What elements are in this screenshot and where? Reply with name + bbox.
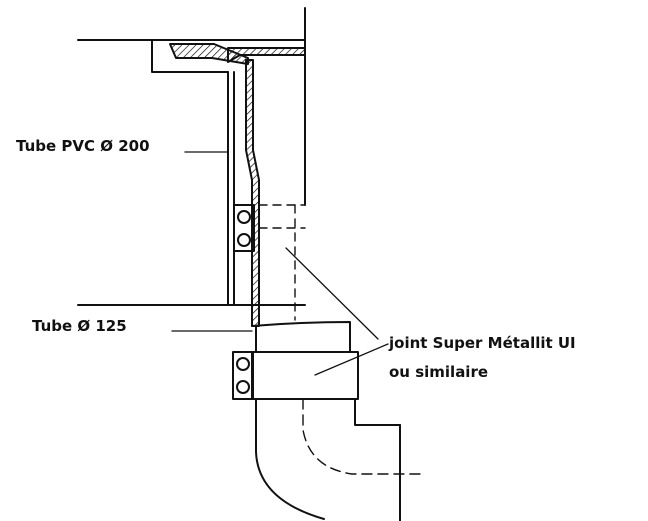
upper-seal bbox=[233, 204, 255, 252]
lower-collar bbox=[232, 351, 359, 400]
tube-125 bbox=[251, 321, 351, 353]
inner-hatched-wall bbox=[245, 59, 260, 327]
pvc-tube-wall bbox=[227, 71, 235, 306]
elbow bbox=[255, 398, 401, 521]
top-flange bbox=[169, 43, 306, 65]
elbow-centerline bbox=[302, 398, 421, 475]
label-joint: joint Super Métallit UI bbox=[389, 334, 576, 352]
top-slab bbox=[77, 39, 306, 73]
label-pvc-tube: Tube PVC Ø 200 bbox=[16, 137, 150, 155]
label-joint-similar: ou similaire bbox=[389, 363, 489, 381]
label-tube-125: Tube Ø 125 bbox=[32, 317, 127, 335]
leader-lines bbox=[171, 151, 389, 376]
upper-dashed-tube bbox=[258, 204, 306, 321]
